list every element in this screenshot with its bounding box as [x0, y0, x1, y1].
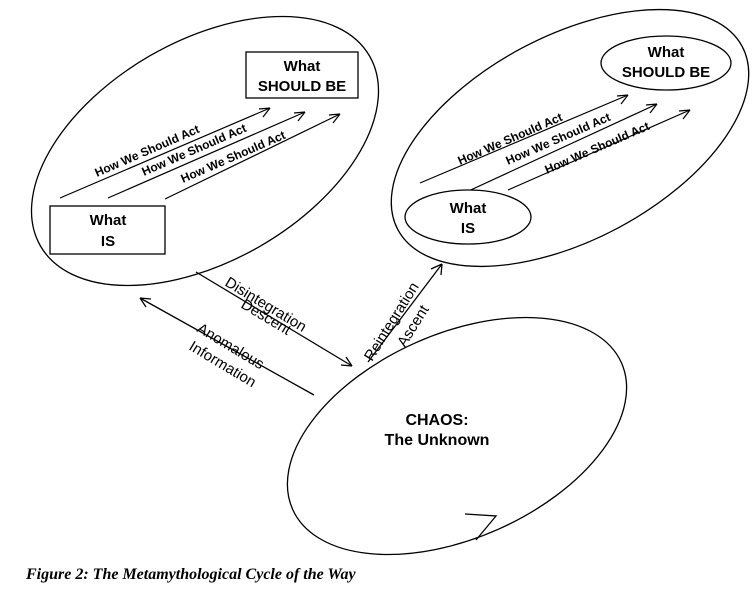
- left-what-is-box: [49, 205, 166, 255]
- chaos-ellipse: [286, 316, 628, 556]
- right-what-should-be-line1: What: [648, 44, 685, 61]
- right-arrow-2: [461, 103, 658, 195]
- reintegration-ascent-arrow: [367, 263, 443, 363]
- left-what-is-line1: What: [90, 212, 127, 229]
- right-arrow-1: [419, 94, 629, 184]
- right-what-should-be-oval: [600, 35, 732, 91]
- left-order-ellipse: [30, 15, 380, 287]
- left-arrow-1: [59, 107, 271, 199]
- left-what-should-be-line1: What: [284, 58, 321, 75]
- anomalous-information-arrow: [139, 297, 315, 396]
- right-what-is-oval: [404, 189, 532, 245]
- left-what-is-line2: IS: [101, 233, 115, 250]
- left-arrow-2: [107, 111, 306, 199]
- left-arrow-3: [164, 113, 341, 200]
- descent-arrow: [195, 271, 353, 367]
- left-what-should-be-box: [245, 51, 359, 99]
- right-arrow-3: [507, 109, 691, 191]
- chaos-subtitle: The Unknown: [385, 432, 490, 449]
- left-what-should-be-line2: SHOULD BE: [258, 78, 346, 95]
- figure-caption: Figure 2: The Metamythological Cycle of …: [26, 566, 356, 583]
- right-what-is-line1: What: [450, 200, 487, 217]
- right-what-is-line2: IS: [461, 220, 475, 237]
- right-what-should-be-line2: SHOULD BE: [622, 64, 710, 81]
- chaos-cycle-arrowhead: [464, 513, 498, 541]
- right-order-ellipse: [390, 8, 750, 268]
- chaos-title: CHAOS:: [405, 412, 468, 429]
